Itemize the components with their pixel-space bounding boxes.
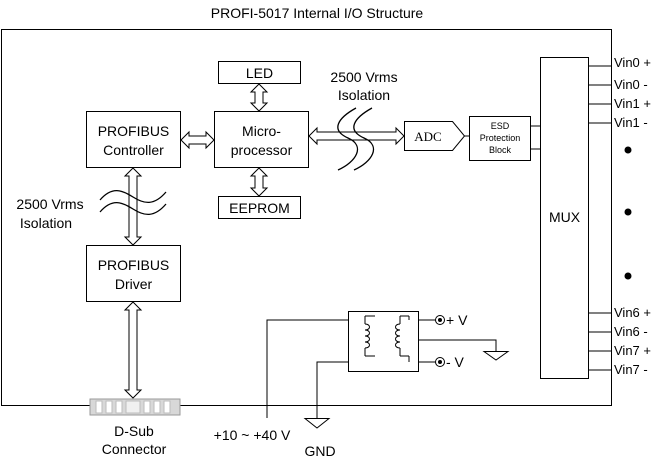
adc-label: ADC	[414, 129, 441, 144]
gnd-symbol-icon	[303, 418, 331, 429]
micro-adc-double-arrow	[308, 126, 405, 146]
input-label-vin6-plus: Vin6 +	[614, 305, 651, 320]
input-wires	[589, 65, 612, 371]
led-label: LED	[246, 65, 273, 81]
input-label-vin7-minus: Vin7 -	[614, 362, 648, 377]
driver-dsub-double-arrow	[123, 301, 143, 399]
led-block	[218, 61, 301, 84]
profibus-controller-label-line2: Controller	[103, 142, 164, 158]
supply-voltage-label: +10 ~ +40 V	[214, 427, 291, 443]
dsub-label-line2: Connector	[102, 441, 167, 457]
ellipsis-dot-3	[624, 272, 632, 280]
esd-label-line2: Protection	[480, 133, 521, 143]
esd-label-line1: ESD	[491, 121, 510, 131]
isolated-ground-wire	[419, 339, 497, 351]
left-isolation-label-line1: 2500 Vrms	[16, 196, 83, 212]
dsub-connector-icon	[89, 398, 181, 416]
gnd-label: GND	[304, 443, 335, 459]
top-isolation-label-line1: 2500 Vrms	[330, 69, 397, 85]
profibus-controller-block	[86, 111, 181, 168]
mux-block	[540, 57, 589, 379]
top-isolation-barrier-icon	[337, 107, 375, 171]
plus-v-label: + V	[446, 312, 468, 328]
input-label-vin6-minus: Vin6 -	[614, 324, 648, 339]
isolated-ground-icon	[482, 351, 510, 361]
minus-v-label: - V	[446, 354, 465, 370]
profibus-driver-label-line1: PROFIBUS	[98, 257, 170, 273]
input-label-vin7-plus: Vin7 +	[614, 343, 651, 358]
input-label-vin1-minus: Vin1 -	[614, 115, 648, 130]
mux-label: MUX	[549, 209, 581, 225]
microprocessor-label-line2: processor	[231, 142, 293, 158]
profibus-driver-label-line2: Driver	[115, 276, 153, 292]
ellipsis-dot-2	[624, 208, 632, 216]
input-label-vin0-plus: Vin0 +	[614, 55, 651, 70]
gnd-wire	[316, 361, 348, 418]
micro-eeprom-double-arrow	[249, 167, 269, 197]
esd-protection-block	[469, 116, 531, 161]
led-micro-double-arrow	[249, 83, 269, 112]
microprocessor-block	[214, 111, 309, 168]
transformer-coil-icon	[364, 315, 410, 362]
esd-label-line3: Block	[489, 145, 512, 155]
controller-micro-double-arrow	[180, 130, 215, 150]
diagram-title: PROFI-5017 Internal I/O Structure	[211, 5, 424, 21]
adc-block	[404, 121, 466, 151]
dc-dc-converter-block	[348, 311, 419, 372]
profibus-controller-label-line1: PROFIBUS	[98, 123, 170, 139]
ellipsis-dot-1	[624, 146, 632, 154]
top-isolation-label-line2: Isolation	[338, 87, 390, 103]
module-enclosure	[1, 29, 612, 406]
input-label-vin1-plus: Vin1 +	[614, 96, 651, 111]
controller-driver-double-arrow	[123, 167, 143, 246]
left-isolation-barrier-icon	[99, 189, 167, 216]
eeprom-block	[218, 196, 301, 219]
supply-wire	[266, 319, 348, 418]
microprocessor-label-line1: Micro-	[242, 123, 281, 139]
left-isolation-label-line2: Isolation	[20, 215, 72, 231]
input-label-vin0-minus: Vin0 -	[614, 77, 648, 92]
eeprom-label: EEPROM	[229, 200, 290, 216]
dsub-label-line1: D-Sub	[114, 423, 154, 439]
profibus-driver-block	[86, 245, 181, 302]
